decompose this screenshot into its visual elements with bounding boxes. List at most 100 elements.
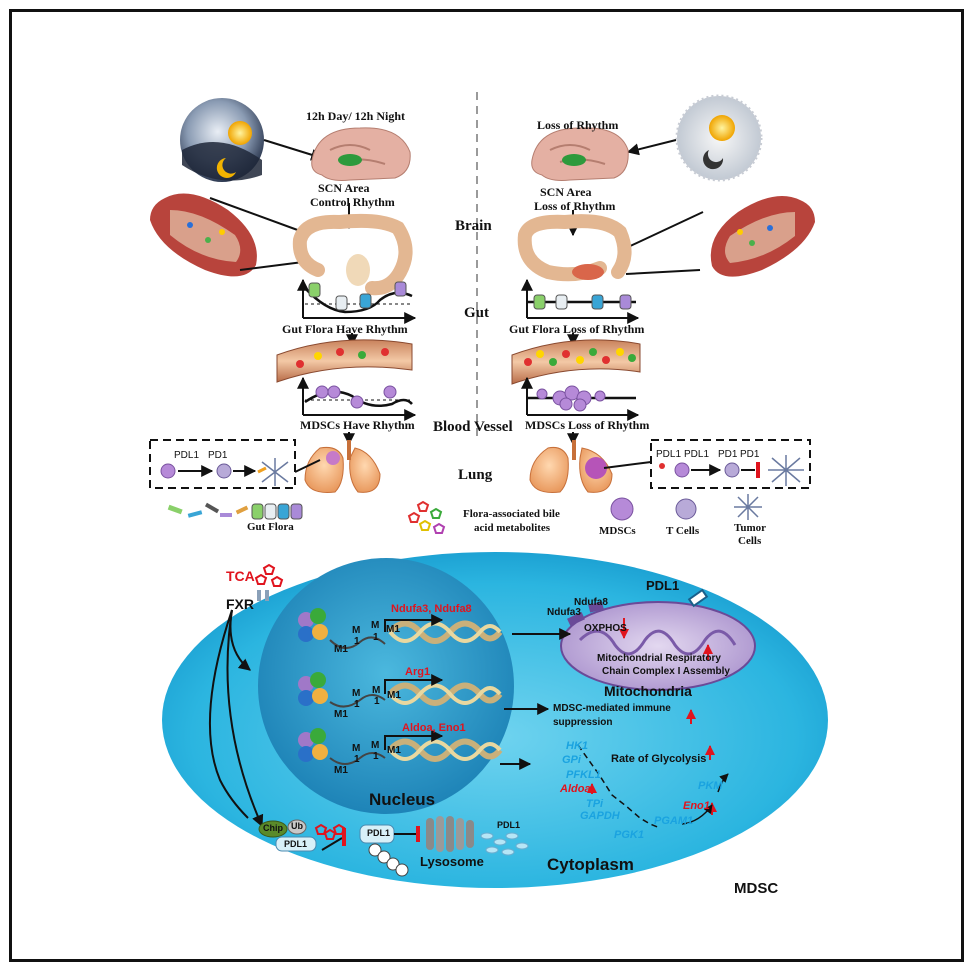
immune-line1: MDSC-mediated immune (553, 703, 671, 714)
right-box-pd1-b: PD1 (740, 449, 760, 460)
enzyme-pgam1: PGAM1 (654, 815, 694, 827)
bacteria-icons-graphs (308, 281, 632, 311)
nucleus-label: Nucleus (369, 790, 436, 809)
organ-label-vessel: Blood Vessel (433, 419, 513, 435)
enzyme-hk1: HK1 (566, 740, 589, 752)
glycolysis-rate-label: Rate of Glycolysis (611, 753, 707, 765)
enzyme-gapdh: GAPDH (580, 810, 620, 822)
gut-closeup-right (710, 196, 815, 277)
colon-left (292, 213, 413, 296)
tumor-legend-icon (734, 494, 762, 520)
gut-closeup-left (150, 193, 257, 277)
pdl1-membrane-label: PDL1 (646, 578, 680, 593)
mdsc-legend-icon (610, 497, 634, 521)
mdsc-cell-label: MDSC (734, 880, 779, 897)
mitochondria-label: Mitochondria (604, 683, 692, 699)
tumor-cell-right-box (768, 455, 804, 486)
legend-tumor-line2: Cells (738, 535, 762, 547)
methyl-m1-3b: M1 (387, 745, 401, 756)
colon-right (517, 214, 632, 282)
methyl-1-1a: 1 (354, 636, 360, 647)
methyl-m-2a: M (352, 688, 361, 699)
right-scn-line1: SCN Area (540, 185, 592, 199)
immune-box-right (650, 439, 811, 489)
organ-label-lung: Lung (458, 467, 493, 483)
methyl-m-1a: M (352, 625, 361, 636)
right-box-pdl1-b: PDL1 (684, 449, 710, 460)
right-box-pd1-a: PD1 (718, 449, 738, 460)
figure-frame (9, 9, 964, 962)
enzyme-tpi: TPi (586, 798, 604, 810)
legend-bile-line1: Flora-associated bile (463, 508, 560, 520)
enzyme-pgk1: PGK1 (614, 829, 644, 841)
ub-label: Ub (291, 821, 303, 831)
lost-rhythm-globe-right (675, 94, 763, 182)
enzyme-pkm: PKM (698, 780, 723, 792)
immune-line2: suppression (553, 717, 613, 728)
ndufa8-label: Ndufa8 (574, 597, 608, 608)
right-gut-flora-label: Gut Flora Loss of Rhythm (509, 322, 645, 336)
methyl-1-2a: 1 (354, 699, 360, 710)
chip-label: Chip (263, 823, 283, 833)
left-mdsc-label: MDSCs Have Rhythm (300, 418, 415, 432)
enzyme-eno1: Eno1 (683, 800, 710, 812)
left-gut-flora-label: Gut Flora Have Rhythm (282, 322, 408, 336)
legend-gut-flora: Gut Flora (247, 521, 294, 533)
cytoplasm-label: Cytoplasm (547, 855, 634, 874)
right-scn-line2: Loss of Rhythm (534, 199, 616, 213)
complex-line2: Chain Complex I Assembly (602, 666, 730, 677)
left-scn-line1: SCN Area (318, 181, 370, 195)
methyl-1-1b: 1 (373, 632, 379, 643)
blood-vessel-right (511, 339, 641, 385)
methyl-m1-3a: M1 (334, 765, 348, 776)
top-panel-graphics (149, 92, 815, 534)
gut-flora-graph-right (521, 278, 640, 324)
left-box-pdl1: PDL1 (174, 450, 200, 461)
enzyme-pfkl1: PFKL1 (566, 769, 601, 781)
right-mdsc-label: MDSCs Loss of Rhythm (525, 418, 650, 432)
left-title: 12h Day/ 12h Night (306, 109, 406, 123)
methyl-m-1b: M (371, 620, 380, 631)
pdl1-free-label: PDL1 (497, 820, 521, 830)
organ-label-brain: Brain (455, 218, 492, 234)
tca-label: TCA (226, 568, 255, 584)
legend-tumor-line1: Tumor (734, 522, 766, 534)
bile-acid-legend-icons (407, 500, 446, 534)
lung-left (304, 440, 381, 493)
immune-box-left (149, 439, 296, 489)
methyl-m-2b: M (372, 685, 381, 696)
methyl-m1-2b: M1 (387, 690, 401, 701)
tcell-legend-icon (675, 498, 697, 520)
legend-mdscs: MDSCs (599, 525, 636, 537)
blood-vessel-left (276, 339, 413, 383)
methyl-m-3a: M (352, 743, 361, 754)
brain-right (531, 127, 629, 181)
oxphos-label: OXPHOS (584, 623, 627, 634)
left-scn-line2: Control Rhythm (310, 195, 395, 209)
mdsc-cells-graphs (315, 385, 606, 412)
gene-ndufa: Ndufa3, Ndufa8 (391, 603, 472, 615)
right-title: Loss of Rhythm (537, 118, 619, 132)
methyl-m1-2a: M1 (334, 709, 348, 720)
enzyme-gpi: GPi (562, 754, 581, 766)
day-night-globe-left (180, 98, 264, 182)
ndufa3-label: Ndufa3 (547, 607, 581, 618)
pdl1-mid-label: PDL1 (367, 828, 391, 838)
lysosome-label: Lysosome (420, 854, 484, 869)
left-box-pd1: PD1 (208, 450, 228, 461)
gene-aldoa-eno1: Aldoa, Eno1 (402, 722, 466, 734)
tumor-cell-left-box (257, 458, 289, 486)
right-box-pdl1-a: PDL1 (656, 449, 682, 460)
methyl-1-3b: 1 (373, 751, 379, 762)
complex-line1: Mitochondrial Respiratory (597, 653, 721, 664)
organ-label-gut: Gut (464, 305, 490, 321)
lung-right (529, 440, 613, 493)
legend-bile-line2: acid metabolites (474, 522, 551, 534)
pdl1-chip-label: PDL1 (284, 839, 308, 849)
methyl-m1-1b: M1 (386, 624, 400, 635)
gene-arg1: Arg1 (405, 666, 431, 678)
methyl-1-2b: 1 (374, 696, 380, 707)
methyl-m1-1a: M1 (334, 644, 348, 655)
methyl-m-3b: M (371, 740, 380, 751)
methyl-1-3a: 1 (354, 754, 360, 765)
